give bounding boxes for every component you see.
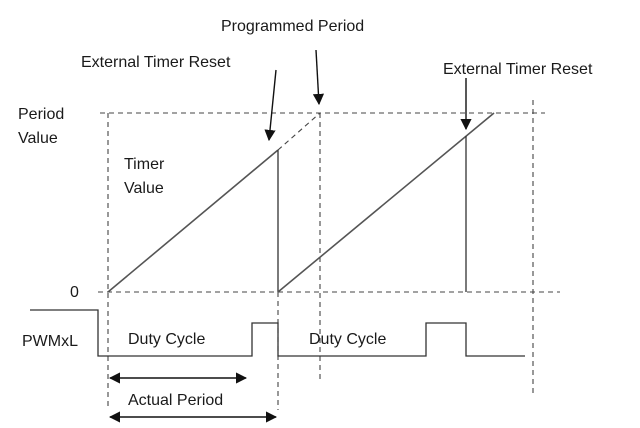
timer-ramp-1 xyxy=(107,149,279,293)
external-timer-reset-left-arrow xyxy=(264,69,277,142)
programmed-period-arrow xyxy=(312,49,325,106)
zero-level-label: 0 xyxy=(70,284,79,301)
pwm-waveform xyxy=(30,309,525,357)
timer-value-label-line1: Timer xyxy=(124,156,165,173)
period-value-label-line2: Value xyxy=(18,130,58,147)
external-timer-reset-right-label: External Timer Reset xyxy=(443,61,593,78)
pwm-signal-label: PWMxL xyxy=(22,333,78,350)
duty-cycle-label-2: Duty Cycle xyxy=(309,331,386,348)
timer-ramp-1-continuation xyxy=(277,112,321,151)
programmed-period-label: Programmed Period xyxy=(221,18,364,35)
actual-period-label: Actual Period xyxy=(128,392,223,409)
duty-cycle-label-1: Duty Cycle xyxy=(128,331,205,348)
timer-value-label-line2: Value xyxy=(124,180,164,197)
external-timer-reset-left-label: External Timer Reset xyxy=(81,54,231,71)
period-value-label-line1: Period xyxy=(18,106,64,123)
timer-ramp-2 xyxy=(277,112,495,293)
